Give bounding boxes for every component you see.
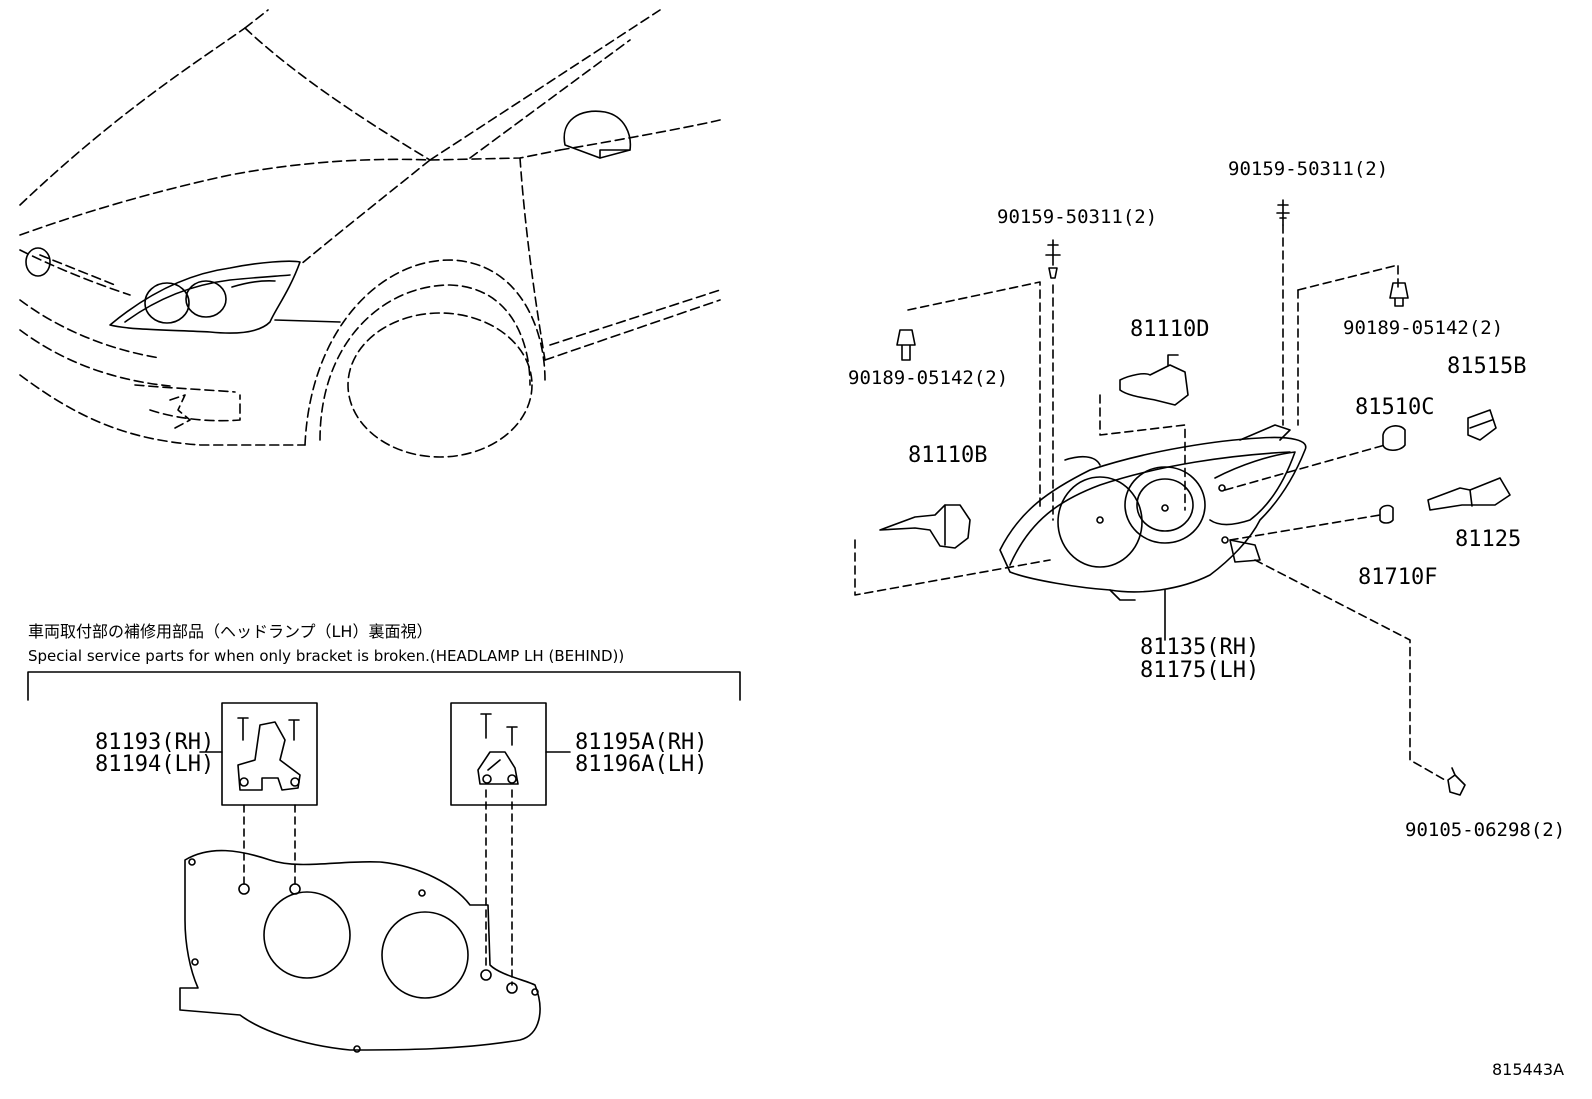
label-81110B: 81110B	[908, 443, 988, 468]
headlamp-assembly	[999, 424, 1307, 601]
label-81195A: 81195A(RH)	[575, 730, 708, 755]
leader-lines	[854, 224, 1446, 781]
car-solid-details	[25, 110, 632, 458]
nut-90189-left	[896, 329, 916, 361]
label-90189-right: 90189-05142(2)	[1343, 317, 1504, 339]
bulb-81710F	[1379, 504, 1394, 524]
reference-code: 815443A	[1492, 1060, 1565, 1079]
label-81510C: 81510C	[1355, 395, 1435, 420]
label-90105: 90105-06298(2)	[1405, 819, 1566, 841]
nut-90189-right	[1389, 282, 1409, 307]
lamp-back-housing	[179, 849, 541, 1053]
caption-english: Special service parts for when only brac…	[28, 647, 625, 665]
bulb-81110B	[879, 504, 971, 549]
label-81515B: 81515B	[1447, 354, 1527, 379]
bracket-81195A	[477, 713, 519, 785]
label-81135: 81135(RH)	[1140, 635, 1260, 660]
label-81110D: 81110D	[1130, 317, 1210, 342]
screw-90105	[1447, 767, 1466, 796]
label-90189-left: 90189-05142(2)	[848, 367, 1009, 389]
bracket-81193	[237, 717, 301, 791]
screw-90159-right	[1276, 199, 1290, 226]
label-90159-right: 90159-50311(2)	[1228, 158, 1389, 180]
label-81710F: 81710F	[1358, 565, 1438, 590]
label-81125: 81125	[1455, 527, 1522, 552]
label-81193: 81193(RH)	[95, 730, 215, 755]
screw-90159-left	[1045, 239, 1061, 279]
label-81175: 81175(LH)	[1140, 658, 1260, 683]
car-front-illustration	[19, 9, 721, 446]
label-81196A: 81196A(LH)	[575, 752, 708, 777]
label-81194: 81194(LH)	[95, 752, 215, 777]
caption-japanese: 車両取付部の補修用部品（ヘッドランプ（LH）裏面視）	[28, 622, 433, 641]
socket-81515B	[1467, 409, 1497, 441]
bulb-81110D	[1119, 354, 1189, 406]
label-90159-left: 90159-50311(2)	[997, 206, 1158, 228]
bracket-frame	[27, 671, 741, 806]
socket-81125	[1427, 477, 1511, 511]
bulb-81510C	[1382, 425, 1406, 452]
